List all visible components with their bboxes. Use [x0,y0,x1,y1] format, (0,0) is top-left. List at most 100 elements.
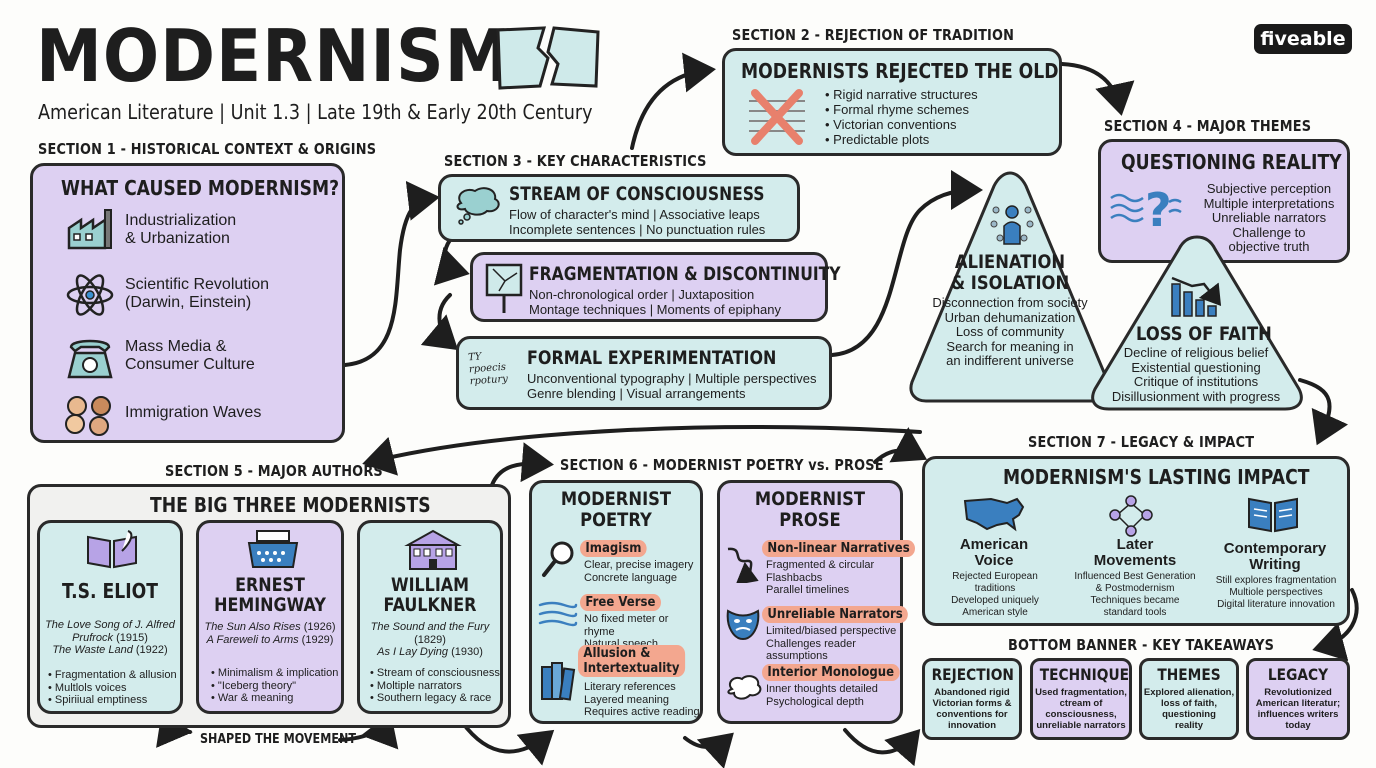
poetry-desc-3: Literary references Layered meaning Requ… [584,681,700,718]
hemingway-works: The Sun Also Rises (1926) A Fareweli to … [201,621,339,646]
faulkner-year-2: (1930) [448,646,483,658]
faulkner-work-1: The Sound and the Fury [370,621,490,633]
prose-tag-3: Interior Monologue [762,663,915,681]
cause-industrialization: Industrialization & Urbanization [125,212,237,247]
section-1-label: SECTION 1 - HISTORICAL CONTEXT & ORIGINS [38,140,377,158]
thought-bubble-icon [456,187,500,225]
faulkner-point: Stream of consciousness [370,667,500,680]
questioning-title: QUESTIONING REALITY [1121,150,1342,174]
eliot-work-2: The Waste Land [52,644,133,656]
poetry-title: MODERNIST POETRY [560,488,672,531]
shaped-caption: SHAPED THE MOVEMENT [200,732,356,747]
faith-text: Decline of religious belief Existential … [1111,345,1281,404]
brand-text: fiveable [1260,28,1346,50]
hemingway-points: Minimalism & implication "Iceberg theory… [211,667,338,705]
books-icon [541,662,576,701]
poetry-box: MODERNIST POETRY Imagism Clear, precise … [529,480,703,724]
section-4-label: SECTION 4 - MAJOR THEMES [1104,117,1312,135]
experimentation-line-2: Genre blending | Visual arrangements [527,386,746,401]
faulkner-works: The Sound and the Fury (1829) As I Lay D… [362,621,498,659]
prose-desc-1: Fragmented & circular Flashbacbs Paralle… [766,559,875,596]
poetry-desc-1: Clear, precise imagery Concrete language [584,559,694,584]
alienation-title: ALIENATION & ISOLATION [950,251,1070,294]
book-quill-icon [87,530,137,569]
svg-text:?: ? [1145,183,1172,232]
arrow-prose-to-banner [843,728,921,767]
takeaway-text: Explored alienation, loss of faith, ques… [1143,687,1235,731]
hemingway-point: "Iceberg theory" [211,680,338,693]
prose-tag-1: Non-linear Narratives [762,539,932,557]
experimentation-card: TY rpoecis rpotury FORMAL EXPERIMENTATIO… [456,336,832,410]
fragmentation-card: FRAGMENTATION & DISCONTINUITY Non-chrono… [470,252,841,322]
hemingway-point: Minimalism & implication [211,667,338,680]
imagism-pill: Imagism [580,540,647,557]
isolated-person-icon [990,205,1034,245]
impact-movements-title: Later Movements [1093,536,1177,569]
hemingway-point: War & meaning [211,692,338,705]
stream-card: STREAM OF CONSCIOUSNESS Flow of characte… [438,174,800,242]
section-7-label: SECTION 7 - LEGACY & IMPACT [1028,433,1255,451]
hemingway-year-1: (1926) [300,621,336,633]
poetry-tag-3: Allusion & Intertextuality [578,645,685,677]
factory-icon [67,209,112,250]
impact-movements-text: Influenced Best Generation & Postmoderni… [1074,571,1196,618]
nonlinear-pill: Non-linear Narratives [762,540,916,557]
faith-title: LOSS OF FAITH [1136,323,1272,345]
questioning-text: Subjective perception Multiple interpret… [1203,181,1335,254]
nonlinear-path-icon [727,547,759,583]
hemingway-work-1: The Sun Also Rises [204,621,301,633]
alienation-triangle [909,171,1111,403]
eliot-work-1: The Love Song of J. Alfred Prufrock [45,619,175,644]
typewriter-icon [247,530,299,568]
banner-label: BOTTOM BANNER - KEY TAKEAWAYS [1008,636,1275,654]
section-2-label: SECTION 2 - REJECTION OF TRADITION [732,26,1015,44]
rejection-box: MODERNISTS REJECTED THE OLD Rigid narrat… [722,48,1062,156]
fragmentation-line-1: Non-chronological order | Juxtaposition [529,287,755,302]
experimentation-line-1: Unconventional typography | Multiple per… [527,371,817,386]
impact-voice-text: Rejected European traditions Developed u… [951,571,1039,618]
page-title: MODERNISM [36,14,512,98]
faulkner-point: Southern legacy & race [370,692,500,705]
eliot-name: T.S. ELIOT [61,579,159,603]
causes-box: WHAT CAUSED MODERNISM? Industrialization… [30,163,345,443]
takeaway-technique: TECHNIQUE Used fragmentation, ctream of … [1030,658,1132,740]
rejected-item: Rigid narrative structures [825,87,978,102]
cause-science: Scientific Revolution (Darwin, Einstein) [125,276,270,311]
thought-cloud-icon [727,675,762,700]
author-card-faulkner: WILLIAM FAULKNER The Sound and the Fury … [357,520,503,714]
prose-desc-3: Inner thoughts detailed Psychological de… [766,683,878,708]
usa-map-icon [963,497,1025,532]
arrow-c1-to-c2 [433,238,470,286]
prose-title: MODERNIST PROSE [754,488,866,531]
eliot-points: Fragmentation & allusion Multlols voices… [48,669,177,707]
arrow-s3-to-s2 [630,52,716,150]
theater-mask-icon [726,609,760,641]
wind-lines-icon [538,601,578,627]
impact-title: MODERNISM'S LASTING IMPACT [1003,465,1310,489]
impact-contemporary-title: Contemporary Writing [1223,540,1327,573]
telephone-icon [67,339,113,379]
hemingway-name: ERNEST HEMINGWAY [214,574,326,616]
rejected-list: Rigid narrative structures Formal rhyme … [825,87,978,147]
faulkner-points: Stream of consciousness Moltiple narrato… [370,667,500,705]
open-book-icon [1248,497,1298,533]
magnifier-icon [542,541,574,577]
impact-voice-title: American Voice [959,536,1029,569]
stream-line-2: Incomplete sentences | No punctuation ru… [509,222,766,237]
takeaway-rejection: REJECTION Abandoned rigid Victorian form… [922,658,1022,740]
crossed-out-document-icon [749,89,805,145]
stream-line-1: Flow of character's mind | Associative l… [509,207,760,222]
rejected-item: Formal rhyme schemes [825,102,978,117]
impact-contemporary-text: Still explores fragmentation Multiole pe… [1215,575,1337,610]
takeaway-legacy: LEGACY Revolutionized American literatur… [1246,658,1350,740]
mansion-icon [404,529,462,570]
network-nodes-icon [1109,495,1153,537]
faulkner-work-2: As I Lay Dying [377,646,449,658]
takeaway-text: Revolutionized American literatur; influ… [1255,687,1341,731]
section-3-label: SECTION 3 - KEY CHARACTERISTICS [444,152,707,170]
alienation-text: Disconnection from society Urban dehuman… [932,295,1088,368]
arrow-c2-to-c3 [420,293,459,351]
prose-tag-2: Unreliable Narrators [762,605,924,623]
arrow-poetry-prose [683,732,734,768]
arrow-s1-to-s3 [343,180,440,367]
